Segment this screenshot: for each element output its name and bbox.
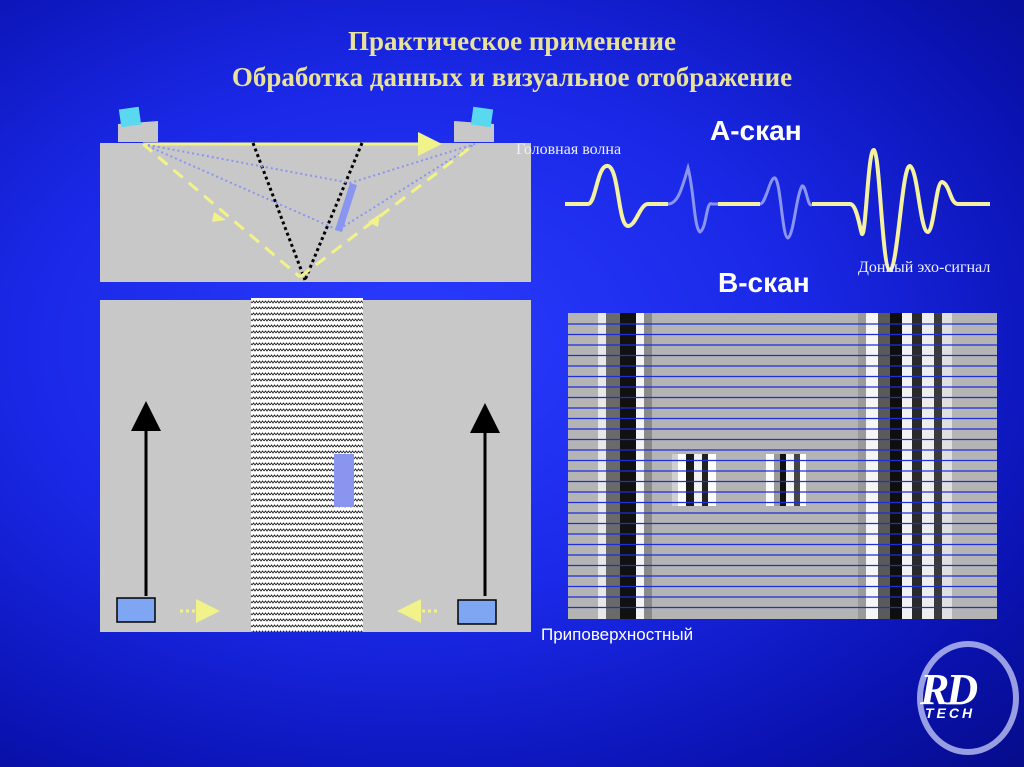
bscan-band [878,313,890,619]
bscan-band [866,313,878,619]
ascan-waveform [565,147,990,273]
bscan-band [636,313,644,619]
slide-subtitle: Обработка данных и визуальное отображени… [231,62,793,92]
logo-subtext: TECH [925,705,976,721]
ascan-title: A-скан [710,115,802,146]
tip-diffraction-top [142,143,476,185]
lateral-wave-signal [565,164,668,229]
flaw-bottom-tip-signal [759,176,814,240]
top-view [100,298,531,632]
backwall-beam-up [299,142,476,279]
bscan-band [934,313,942,619]
bscan-band [942,313,952,619]
tip-diffraction-bottom [142,143,476,232]
bscan-title: B-скан [718,267,810,298]
near-surface-label: Приповерхностный [541,625,694,644]
bscan-band [644,313,652,619]
bscan-band [890,313,902,619]
slide-title: Практическое применение [348,26,676,56]
logo-ring-icon [917,641,1019,755]
transmitter-element-icon [118,106,142,128]
bscan-band [922,313,934,619]
lateral-wave-label: Головная волна [516,141,622,158]
bscan-band [598,313,606,619]
flaw-indication-top [672,454,716,506]
logo-text: RD [920,665,978,714]
backwall-beam-down [142,142,301,279]
flaw-top-view [334,454,354,507]
backwall-echo-label: Донный эхо-сигнал [858,259,991,276]
bscan-image [568,313,997,619]
flaw-marker [335,183,357,232]
flaw-top-tip-signal [667,162,718,234]
beam-arrowhead-icon [368,214,380,227]
receiver-element-icon [470,106,494,128]
bscan-band [902,313,912,619]
bscan-band [912,313,922,619]
bscan-band [606,313,620,619]
weld-boundary-right [303,142,364,281]
beam-arrowhead-icon [212,212,226,222]
receiver-probe-top [457,599,497,625]
backwall-echo-signal [812,147,990,273]
bscan-band [858,313,866,619]
bscan-scanlines [568,323,997,609]
specimen-block [100,143,531,282]
transmitter-probe-top [116,597,156,623]
cross-section [100,106,531,282]
bscan-band [620,313,636,619]
flaw-indication-bottom [766,454,806,506]
